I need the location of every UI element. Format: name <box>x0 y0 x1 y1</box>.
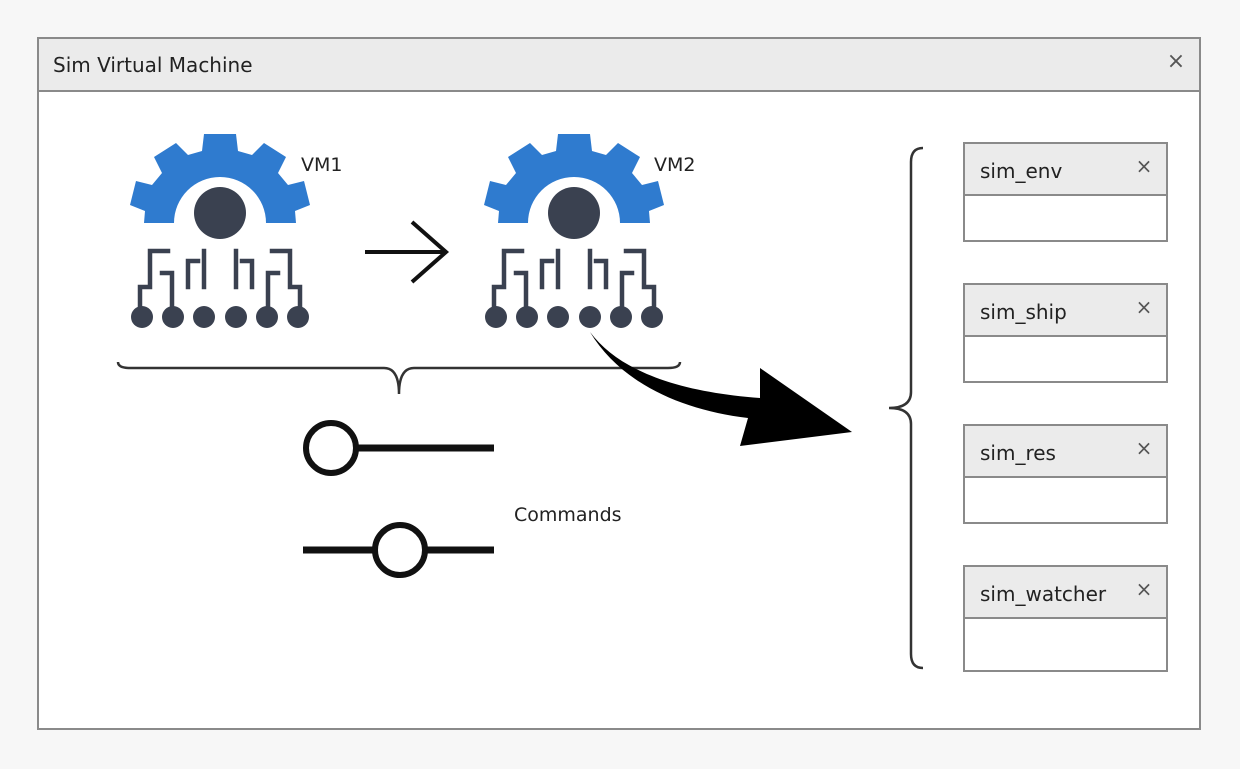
panel-body <box>965 619 1166 670</box>
panel-title: sim_env <box>980 159 1063 183</box>
panel-sim-env[interactable]: sim_env × <box>963 142 1168 242</box>
panel-body <box>965 337 1166 381</box>
panel-body <box>965 196 1166 240</box>
panel-header[interactable]: sim_ship × <box>965 285 1166 337</box>
commands-label: Commands <box>514 504 622 526</box>
panel-close-button[interactable]: × <box>1135 577 1153 601</box>
window-titlebar[interactable]: Sim Virtual Machine × <box>39 39 1199 92</box>
panel-sim-ship[interactable]: sim_ship × <box>963 283 1168 383</box>
window-title: Sim Virtual Machine <box>53 53 253 77</box>
panel-body <box>965 478 1166 522</box>
vm2-label: VM2 <box>654 154 696 176</box>
panel-close-button[interactable]: × <box>1135 295 1153 319</box>
panel-title: sim_res <box>980 441 1056 465</box>
vm1-label: VM1 <box>301 154 343 176</box>
panel-sim-watcher[interactable]: sim_watcher × <box>963 565 1168 672</box>
panel-close-button[interactable]: × <box>1135 154 1153 178</box>
panel-header[interactable]: sim_env × <box>965 144 1166 196</box>
panel-title: sim_ship <box>980 300 1067 324</box>
panel-header[interactable]: sim_res × <box>965 426 1166 478</box>
panel-close-button[interactable]: × <box>1135 436 1153 460</box>
window-close-button[interactable]: × <box>1166 49 1186 74</box>
panel-header[interactable]: sim_watcher × <box>965 567 1166 619</box>
panel-title: sim_watcher <box>980 582 1107 606</box>
panel-sim-res[interactable]: sim_res × <box>963 424 1168 524</box>
